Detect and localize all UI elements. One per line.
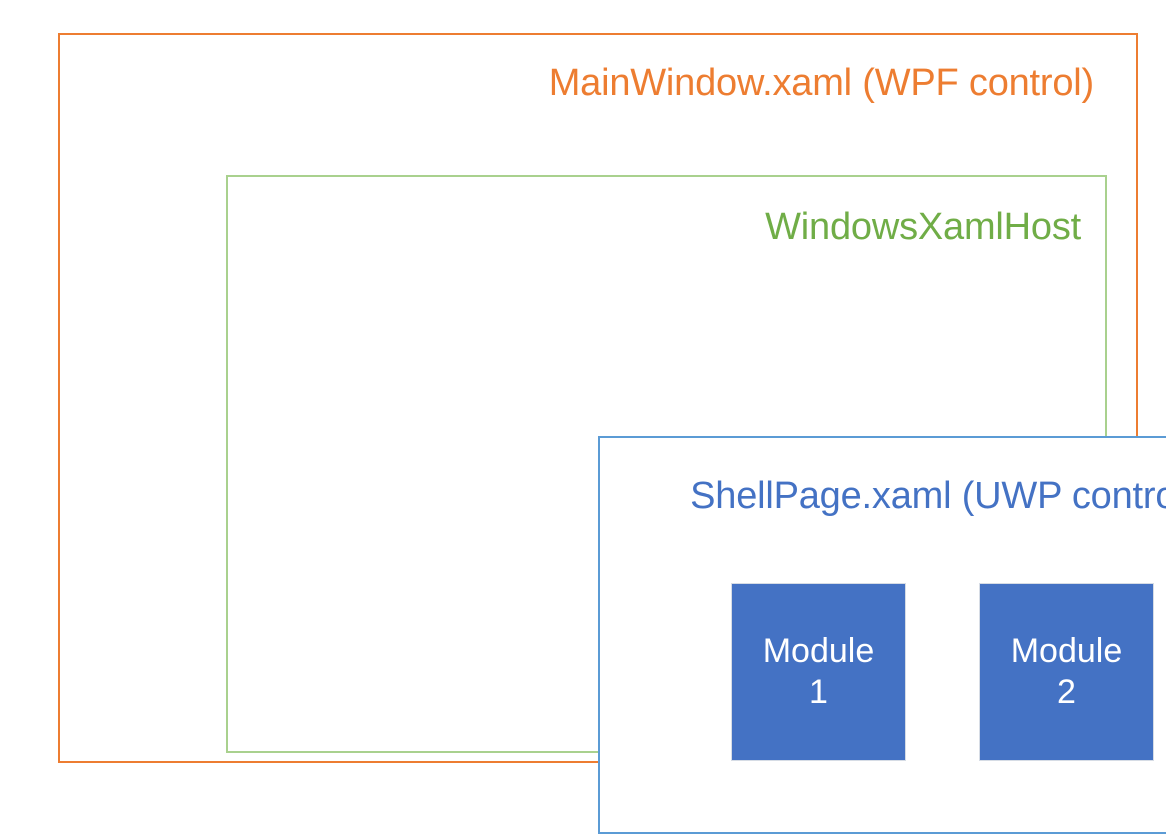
module-1-number: 1 — [809, 673, 828, 711]
mainwindow-wpf-container: MainWindow.xaml (WPF control) WindowsXam… — [58, 33, 1166, 834]
shellpage-label: ShellPage.xaml (UWP control) — [690, 475, 1166, 517]
module-box-1: Module 1 — [731, 583, 906, 761]
mainwindow-label: MainWindow.xaml (WPF control) — [548, 62, 1095, 104]
windowsxamlhost-container: WindowsXamlHost ShellPage.xaml (UWP cont… — [226, 175, 1166, 834]
module-box-2: Module 2 — [979, 583, 1154, 761]
module-2-number: 2 — [1057, 673, 1076, 711]
module-row: Module 1 Module 2 — [600, 438, 1166, 832]
shellpage-uwp-container: ShellPage.xaml (UWP control) Module 1 Mo… — [598, 436, 1166, 834]
module-2-name: Module — [1010, 631, 1123, 670]
windowsxamlhost-label: WindowsXamlHost — [765, 206, 1081, 248]
module-1-name: Module — [762, 631, 875, 670]
